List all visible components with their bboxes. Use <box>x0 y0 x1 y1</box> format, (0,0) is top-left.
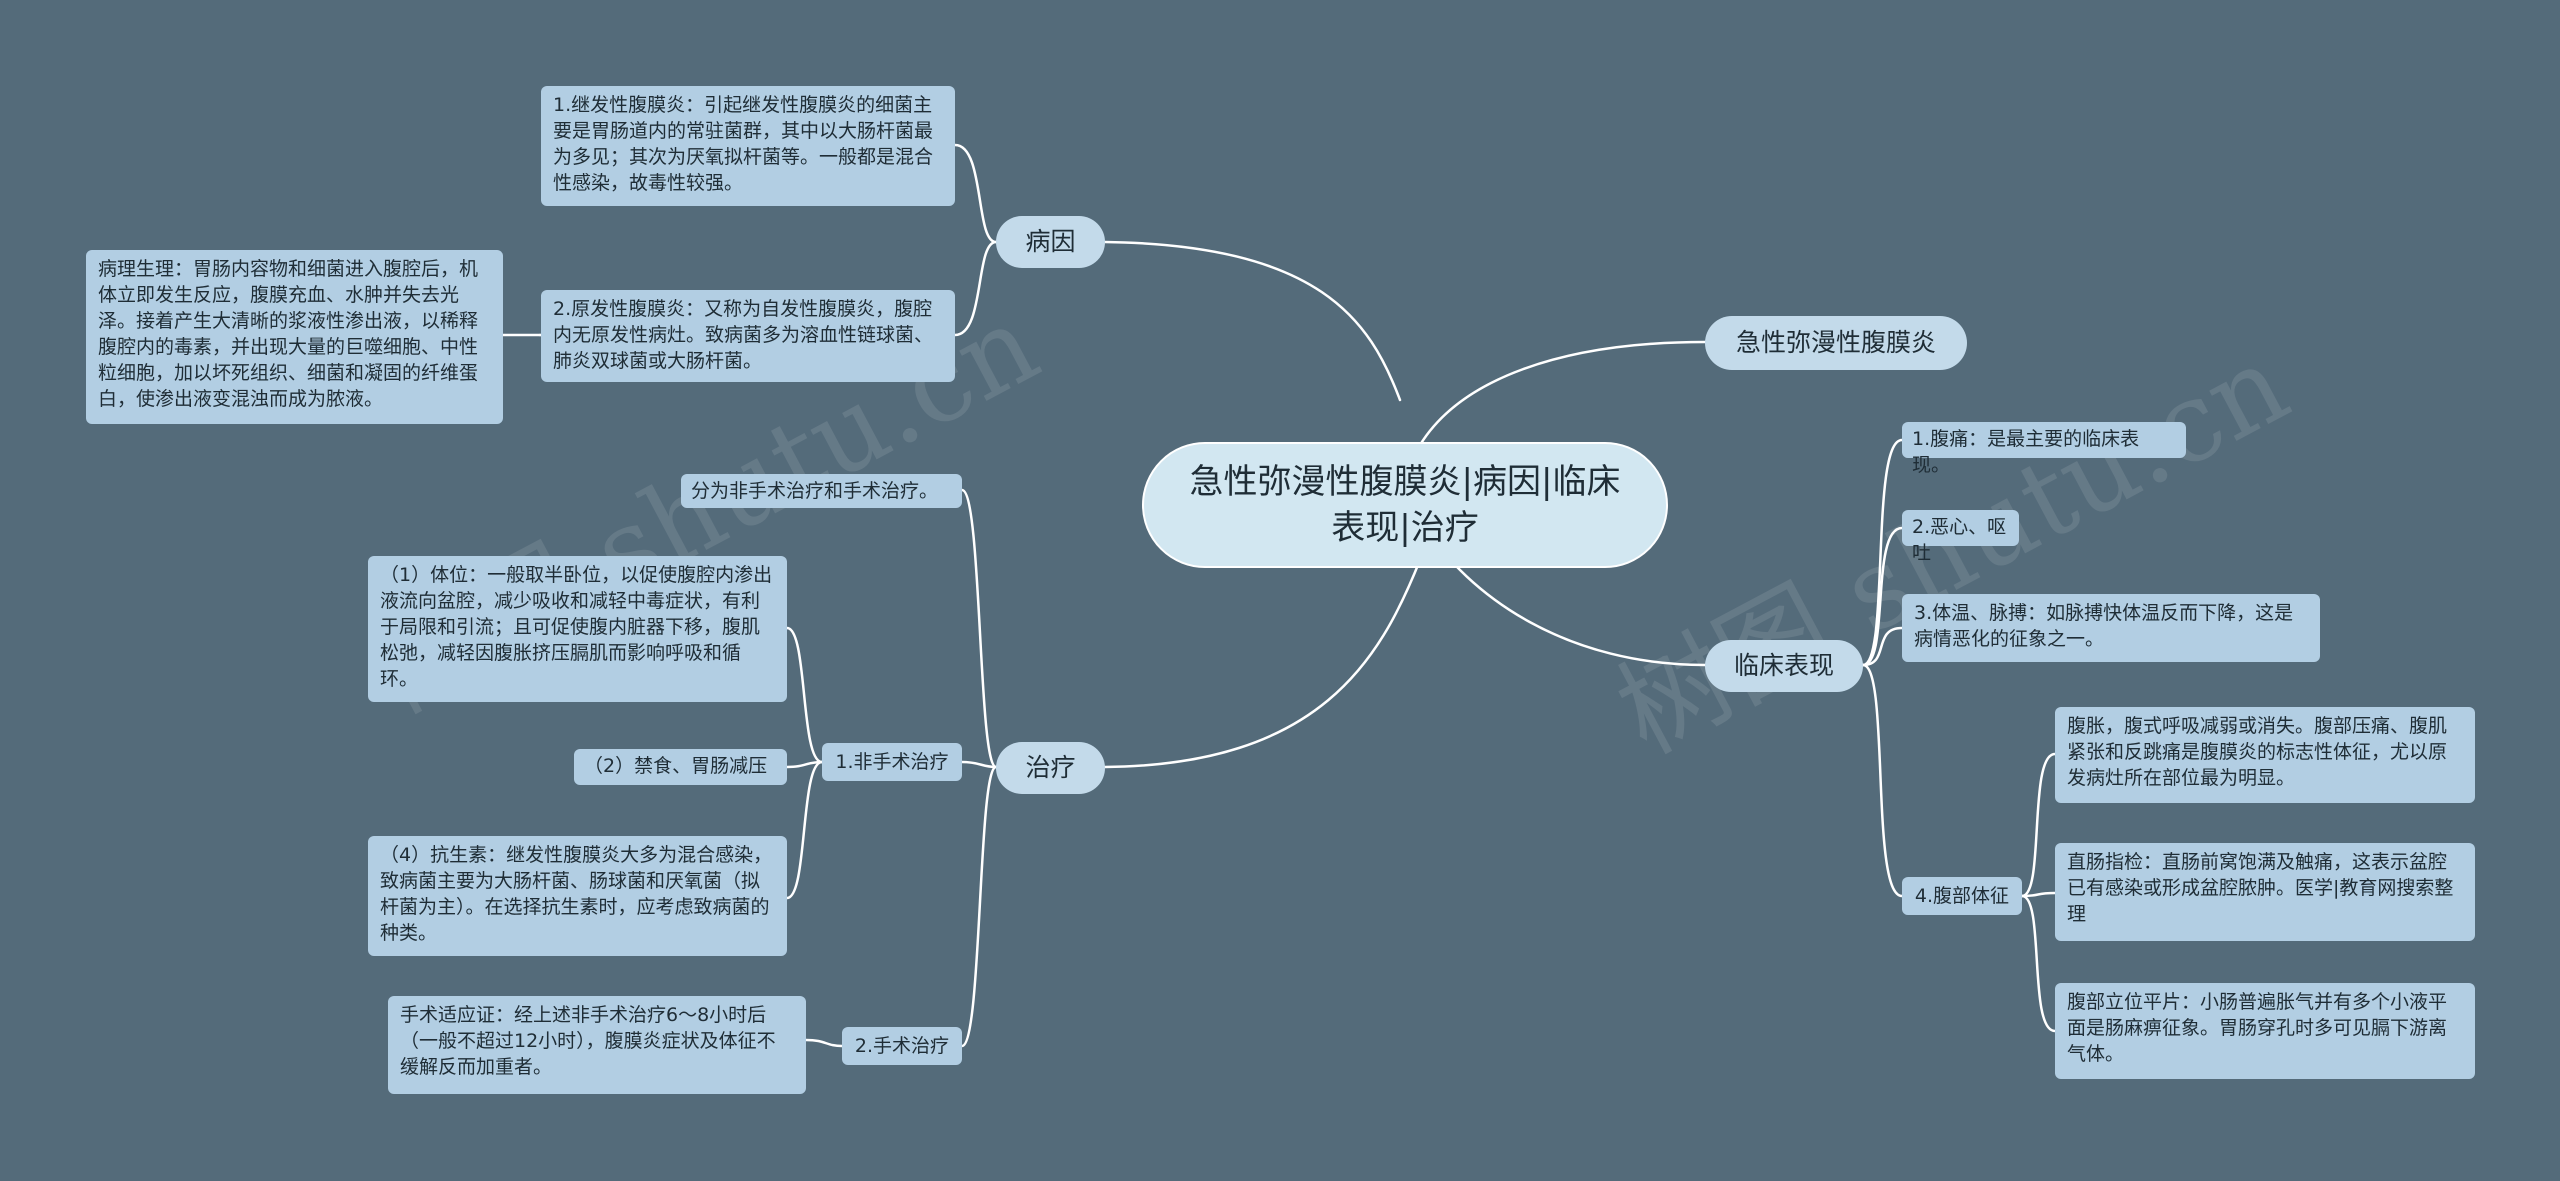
link-clinical-pain <box>1861 438 1904 667</box>
link-clinical-nausea <box>1861 526 1904 667</box>
nonsurgical-antibiotics[interactable]: （4）抗生素：继发性腹膜炎大多为混合感染，致病菌主要为大肠杆菌、肠球菌和厌氧菌（… <box>368 836 787 956</box>
link-root-treatment <box>1103 558 1422 769</box>
cause-secondary[interactable]: 1.继发性腹膜炎：引起继发性腹膜炎的细菌主要是胃肠道内的常驻菌群，其中以大肠杆菌… <box>541 86 955 206</box>
clinical-temperature[interactable]: 3.体温、脉搏：如脉搏快体温反而下降，这是病情恶化的征象之一。 <box>1902 594 2320 662</box>
signs-xray[interactable]: 腹部立位平片：小肠普遍胀气并有多个小液平面是肠麻痹征象。胃肠穿孔时多可见膈下游离… <box>2055 983 2475 1079</box>
signs-rectal-exam[interactable]: 直肠指检：直肠前窝饱满及触痛，这表示盆腔已有感染或形成盆腔脓肿。医学|教育网搜索… <box>2055 843 2475 941</box>
nonsurgical-position[interactable]: （1）体位：一般取半卧位，以促使腹腔内渗出液流向盆腔，减少吸收和减轻中毒症状，有… <box>368 556 787 702</box>
nonsurgical-fasting[interactable]: （2）禁食、胃肠减压 <box>574 749 787 785</box>
link-signs-rectal <box>2020 891 2057 898</box>
link-treatment-nonsurgical <box>960 760 998 769</box>
link-root-disease <box>1418 340 1707 447</box>
clinical-pain[interactable]: 1.腹痛：是最主要的临床表现。 <box>1902 422 2186 476</box>
clinical-nausea[interactable]: 2.恶心、呕吐 <box>1902 510 2019 564</box>
topic-disease[interactable]: 急性弥漫性腹膜炎 <box>1705 316 1967 370</box>
topic-cause[interactable]: 病因 <box>996 216 1105 268</box>
link-signs-abdomen <box>2020 752 2057 898</box>
topic-clinical[interactable]: 临床表现 <box>1705 640 1863 692</box>
cause-primary[interactable]: 2.原发性腹膜炎：又称为自发性腹膜炎，腹腔内无原发性病灶。致病菌多为溶血性链球菌… <box>541 290 955 382</box>
link-cause-primary <box>953 240 998 337</box>
cause-pathophysiology[interactable]: 病理生理：胃肠内容物和细菌进入腹腔后，机体立即发生反应，腹膜充血、水肿并失去光泽… <box>86 250 503 424</box>
link-treatment-summary <box>960 488 998 769</box>
link-treatment-surgical <box>960 765 998 1048</box>
treatment-nonsurgical[interactable]: 1.非手术治疗 <box>822 743 962 781</box>
clinical-abdominal-signs[interactable]: 4.腹部体征 <box>1902 877 2022 915</box>
link-signs-xray <box>2020 894 2057 1033</box>
topic-treatment[interactable]: 治疗 <box>996 742 1105 794</box>
surgical-indication[interactable]: 手术适应证：经上述非手术治疗6～8小时后（一般不超过12小时），腹膜炎症状及体征… <box>388 996 806 1094</box>
link-cause-secondary <box>953 143 998 244</box>
treatment-summary[interactable]: 分为非手术治疗和手术治疗。 <box>681 474 962 508</box>
signs-abdomen[interactable]: 腹胀，腹式呼吸减弱或消失。腹部压痛、腹肌紧张和反跳痛是腹膜炎的标志性体征，尤以原… <box>2055 707 2475 803</box>
link-nonsurgical-antibiotics <box>785 760 824 900</box>
link-nonsurgical-position <box>785 626 824 764</box>
link-clinical-temp <box>1861 626 1904 667</box>
root-topic[interactable]: 急性弥漫性腹膜炎|病因|临床表现|治疗 <box>1142 442 1668 568</box>
link-clinical-signs <box>1861 663 1904 898</box>
treatment-surgical[interactable]: 2.手术治疗 <box>842 1027 962 1065</box>
link-root-cause <box>1103 240 1402 402</box>
link-surgical-indication <box>804 1038 844 1048</box>
